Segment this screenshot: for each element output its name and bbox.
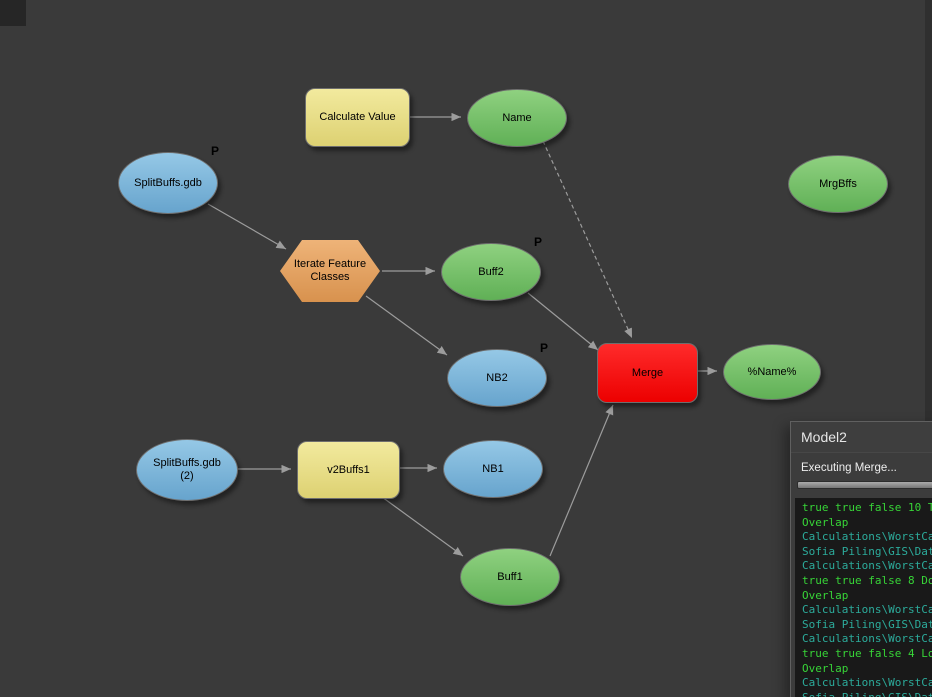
console-line: true true false 10 T bbox=[802, 501, 932, 514]
console-line: Sofia Piling\GIS\Dat bbox=[802, 544, 932, 558]
execution-dialog[interactable]: Model2 Executing Merge... true true fals… bbox=[790, 421, 932, 697]
node-label: Merge bbox=[631, 366, 664, 379]
connector-name-to-merge bbox=[542, 140, 633, 339]
node-nb1[interactable]: NB1 bbox=[443, 440, 543, 498]
console-line: Calculations\WorstCa bbox=[802, 530, 932, 544]
console-line: true true false 4 Lo bbox=[802, 646, 932, 660]
canvas-corner bbox=[0, 0, 26, 26]
node-label: SplitBuffs.gdb (2) bbox=[153, 457, 221, 482]
console-line: Calculations\WorstCa bbox=[802, 603, 932, 617]
console-line: Overlap bbox=[802, 588, 849, 602]
node-label: NB2 bbox=[486, 371, 508, 384]
node-splitbuffs-gdb[interactable]: SplitBuffs.gdb P bbox=[118, 145, 219, 214]
connector-iterator-to-nb2 bbox=[365, 295, 448, 356]
node-label: v2Buffs1 bbox=[327, 463, 370, 476]
node-label: Name bbox=[502, 111, 532, 124]
node-label: Calculate Value bbox=[319, 111, 396, 123]
console-line: Calculations\WorstCa bbox=[802, 559, 932, 573]
node-label: %Name% bbox=[747, 365, 797, 378]
node-label: NB1 bbox=[482, 462, 504, 475]
console-line: Calculations\WorstCa bbox=[802, 632, 932, 646]
node-mrgbffs[interactable]: MrgBffs bbox=[788, 155, 888, 213]
node-nb2[interactable]: NB2 P bbox=[447, 342, 548, 407]
execution-status-text: Executing Merge... bbox=[801, 462, 897, 474]
node-label: SplitBuffs.gdb bbox=[134, 176, 202, 189]
node-buff1[interactable]: Buff1 bbox=[460, 548, 560, 606]
node-calculate-value-tool[interactable]: Calculate Value bbox=[305, 88, 410, 147]
node-label: Iterate Feature Classes bbox=[293, 258, 367, 283]
connector-buff2-to-merge bbox=[527, 292, 599, 351]
connector-v2buffs1-to-buff1 bbox=[381, 496, 464, 557]
console-line: Sofia Piling\GIS\Dat bbox=[802, 617, 932, 631]
dialog-titlebar[interactable]: Model2 bbox=[791, 422, 932, 453]
node-label: Buff2 bbox=[478, 265, 504, 278]
connector-buff1-to-merge bbox=[549, 404, 614, 557]
node-iterate-feature-classes[interactable]: Iterate Feature Classes bbox=[280, 240, 380, 302]
console-line: Overlap bbox=[802, 661, 849, 675]
node-splitbuffs-gdb-2[interactable]: SplitBuffs.gdb (2) bbox=[136, 439, 238, 501]
node-buff2[interactable]: Buff2 P bbox=[441, 236, 542, 301]
node-v2buffs1-tool[interactable]: v2Buffs1 bbox=[297, 441, 400, 499]
node-merge-tool-running[interactable]: Merge bbox=[597, 343, 698, 403]
console-line: Overlap bbox=[802, 515, 849, 529]
console-line: true true false 8 Do bbox=[802, 573, 932, 587]
node-name-variable[interactable]: Name bbox=[467, 89, 567, 147]
canvas-edge-strip bbox=[925, 0, 932, 421]
node-label: Buff1 bbox=[497, 570, 523, 583]
parameter-flag: P bbox=[210, 144, 219, 158]
progress-bar bbox=[797, 481, 932, 489]
connector-splitbuffs-to-iterator bbox=[207, 203, 287, 250]
console-line: Sofia Piling\GIS\Dat bbox=[802, 691, 932, 697]
console-line: Calculations\WorstCa bbox=[802, 676, 932, 690]
dialog-title: Model2 bbox=[801, 429, 847, 445]
parameter-flag: P bbox=[539, 341, 548, 355]
node-label: MrgBffs bbox=[819, 177, 857, 190]
parameter-flag: P bbox=[533, 235, 542, 249]
node-percent-name-output[interactable]: %Name% bbox=[723, 344, 821, 400]
